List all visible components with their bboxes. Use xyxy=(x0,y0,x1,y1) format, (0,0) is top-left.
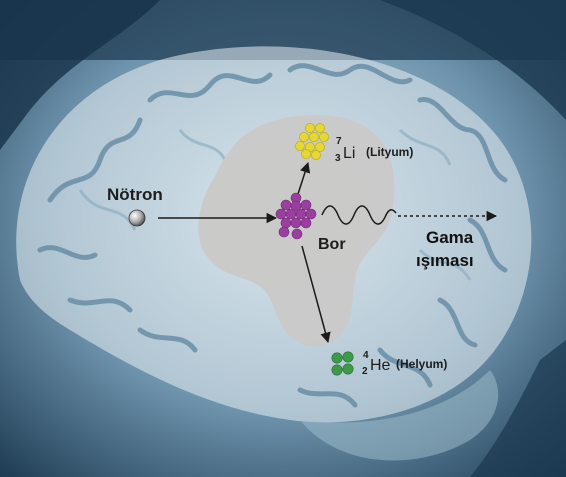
helium-name: (Helyum) xyxy=(396,357,447,371)
helium-symbol: He xyxy=(370,357,391,374)
gamma-label-line1: Gama xyxy=(426,228,474,247)
lithium-atomic-number: 3 xyxy=(335,153,341,164)
helium-nucleus-icon xyxy=(331,351,354,376)
lithium-arrow xyxy=(297,162,311,195)
gamma-label-line2: ışıması xyxy=(416,251,474,270)
lithium-nucleus-icon xyxy=(295,123,329,160)
lithium-mass-number: 7 xyxy=(336,136,342,147)
gamma-ray-wave xyxy=(321,205,397,225)
neutron-particle-icon xyxy=(128,209,146,227)
helium-mass-number: 4 xyxy=(363,350,369,361)
helium-atomic-number: 2 xyxy=(362,366,368,377)
boron-nucleus-icon xyxy=(275,192,317,240)
lithium-name: (Lityum) xyxy=(366,145,413,159)
boron-label: Bor xyxy=(318,236,346,253)
lithium-symbol: Li xyxy=(343,145,355,162)
neutron-label: Nötron xyxy=(107,185,163,204)
helium-arrow xyxy=(301,245,331,344)
